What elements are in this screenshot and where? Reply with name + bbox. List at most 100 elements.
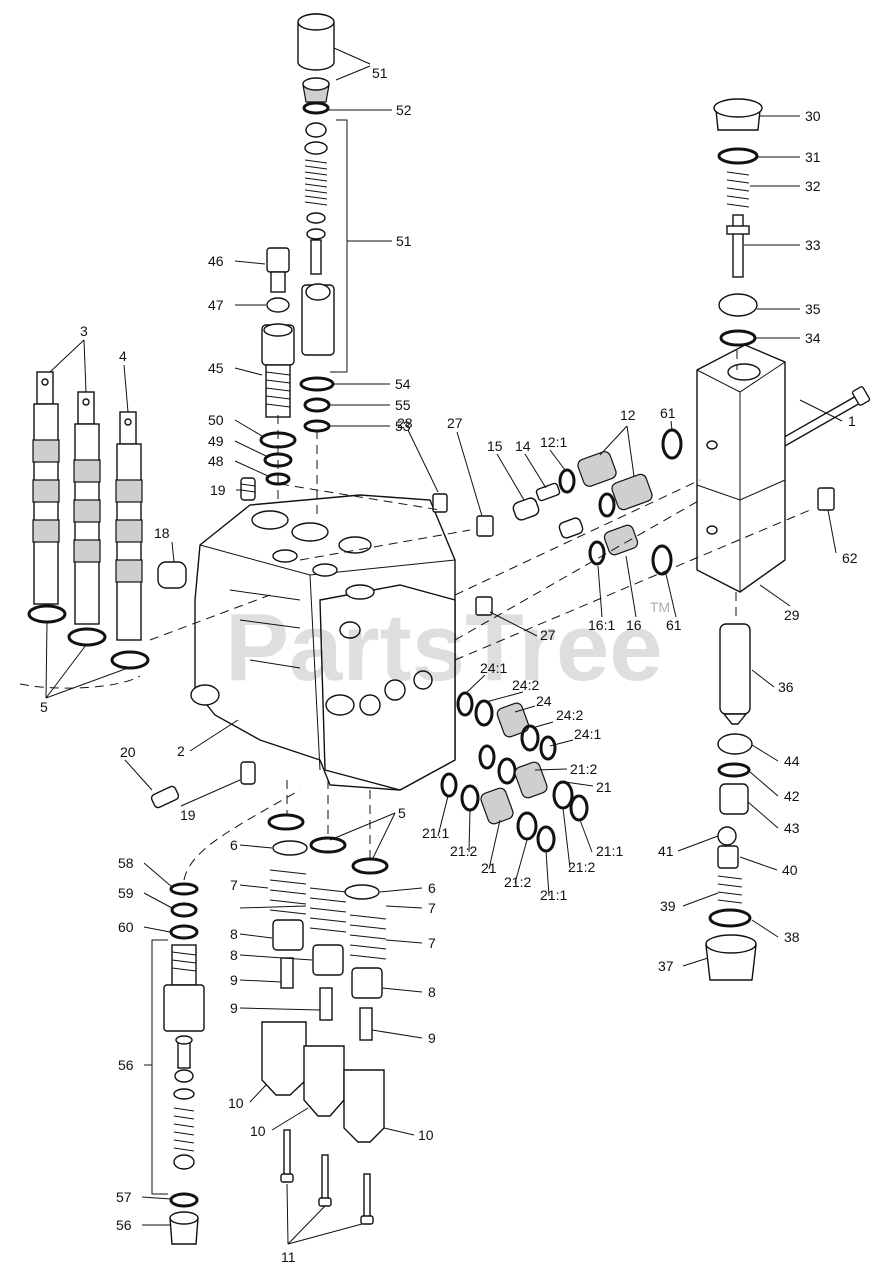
callout-42: 42 (784, 788, 800, 804)
callout-53: 53 (395, 418, 411, 434)
end-block-29 (696, 344, 786, 593)
callout-1: 1 (848, 413, 856, 429)
callout-8b: 8 (230, 947, 238, 963)
assembly-lines (19, 350, 811, 881)
callout-62: 62 (842, 550, 858, 566)
callout-24_2b: 24:2 (556, 707, 583, 723)
callout-18: 18 (154, 525, 170, 541)
callout-46: 46 (208, 253, 224, 269)
callout-14: 14 (515, 438, 531, 454)
plugs (150, 477, 256, 809)
relief-cartridge-51 (297, 13, 335, 356)
callout-12: 12 (620, 407, 636, 423)
callout-5a: 5 (40, 699, 48, 715)
callout-49: 49 (208, 433, 224, 449)
callout-6a: 6 (230, 837, 238, 853)
callout-41: 41 (658, 843, 674, 859)
callout-21_1a: 21:1 (422, 825, 449, 841)
callout-24_1b: 24:1 (574, 726, 601, 742)
callout-21_2d: 21:2 (568, 859, 595, 875)
callout-5b: 5 (398, 805, 406, 821)
callout-21_1c: 21:1 (540, 887, 567, 903)
callout-8c: 8 (428, 984, 436, 1000)
callout-9a: 9 (230, 972, 238, 988)
callout-39: 39 (660, 898, 676, 914)
callout-labels: 51 52 51 30 31 32 33 35 34 46 47 45 54 5… (40, 65, 858, 1265)
callout-59: 59 (118, 885, 134, 901)
callout-8a: 8 (230, 926, 238, 942)
callout-20: 20 (120, 744, 136, 760)
callout-37: 37 (658, 958, 674, 974)
relief-cartridge-45 (261, 247, 295, 418)
spool-3-middle (73, 391, 101, 625)
callout-51a: 51 (372, 65, 388, 81)
callout-31: 31 (805, 149, 821, 165)
callout-21_2a: 21:2 (570, 761, 597, 777)
spool-parts (32, 371, 143, 641)
relief-stack-36 (705, 623, 757, 981)
spool-3-left (32, 371, 60, 605)
callout-35: 35 (805, 301, 821, 317)
callout-34: 34 (805, 330, 821, 346)
callout-52: 52 (396, 102, 412, 118)
callout-21b: 21 (481, 860, 497, 876)
callout-7b: 7 (428, 900, 436, 916)
check-valve-parts (440, 691, 589, 853)
callout-55: 55 (395, 397, 411, 413)
parts-drawing (19, 13, 871, 1245)
callout-21a: 21 (596, 779, 612, 795)
callout-19a: 19 (210, 482, 226, 498)
callout-48: 48 (208, 453, 224, 469)
relief-stack-56 (163, 882, 205, 1245)
callout-38: 38 (784, 929, 800, 945)
callout-43: 43 (784, 820, 800, 836)
callout-7c: 7 (428, 935, 436, 951)
callout-47: 47 (208, 297, 224, 313)
callout-40: 40 (782, 862, 798, 878)
upper-port-parts (512, 428, 683, 521)
relief-stack-30 (713, 98, 763, 347)
watermark-text: PartsTree (225, 594, 663, 701)
callout-24: 24 (536, 693, 552, 709)
callout-36: 36 (778, 679, 794, 695)
o-rings-5-left (27, 604, 150, 670)
callout-45: 45 (208, 360, 224, 376)
callout-27a: 27 (447, 415, 463, 431)
callout-50: 50 (208, 412, 224, 428)
valve-body-part (190, 494, 456, 791)
callout-61a: 61 (660, 405, 676, 421)
callout-56a: 56 (118, 1057, 134, 1073)
callout-3: 3 (80, 323, 88, 339)
callout-24_1a: 24:1 (480, 660, 507, 676)
callout-29: 29 (784, 607, 800, 623)
callout-7a: 7 (230, 877, 238, 893)
callout-10a: 10 (228, 1095, 244, 1111)
callout-57: 57 (116, 1189, 132, 1205)
callout-44: 44 (784, 753, 800, 769)
callout-10b: 10 (250, 1123, 266, 1139)
leader-lines (45, 47, 843, 1245)
callout-4: 4 (119, 348, 127, 364)
spool-4 (115, 411, 143, 641)
callout-16: 16 (626, 617, 642, 633)
callout-58: 58 (118, 855, 134, 871)
callout-30: 30 (805, 108, 821, 124)
callout-32: 32 (805, 178, 821, 194)
callout-10c: 10 (418, 1127, 434, 1143)
callout-12_1: 12:1 (540, 434, 567, 450)
lower-cartridges (261, 813, 389, 1143)
callout-56b: 56 (116, 1217, 132, 1233)
callout-61b: 61 (666, 617, 682, 633)
callout-9c: 9 (428, 1030, 436, 1046)
callout-60: 60 (118, 919, 134, 935)
clips (432, 487, 835, 616)
callout-21_2c: 21:2 (504, 874, 531, 890)
callout-6b: 6 (428, 880, 436, 896)
callout-28: 28 (397, 415, 413, 431)
lower-port-parts (558, 517, 673, 576)
callout-27b: 27 (540, 627, 556, 643)
callout-24_2a: 24:2 (512, 677, 539, 693)
callout-21_1b: 21:1 (596, 843, 623, 859)
callout-2: 2 (177, 743, 185, 759)
